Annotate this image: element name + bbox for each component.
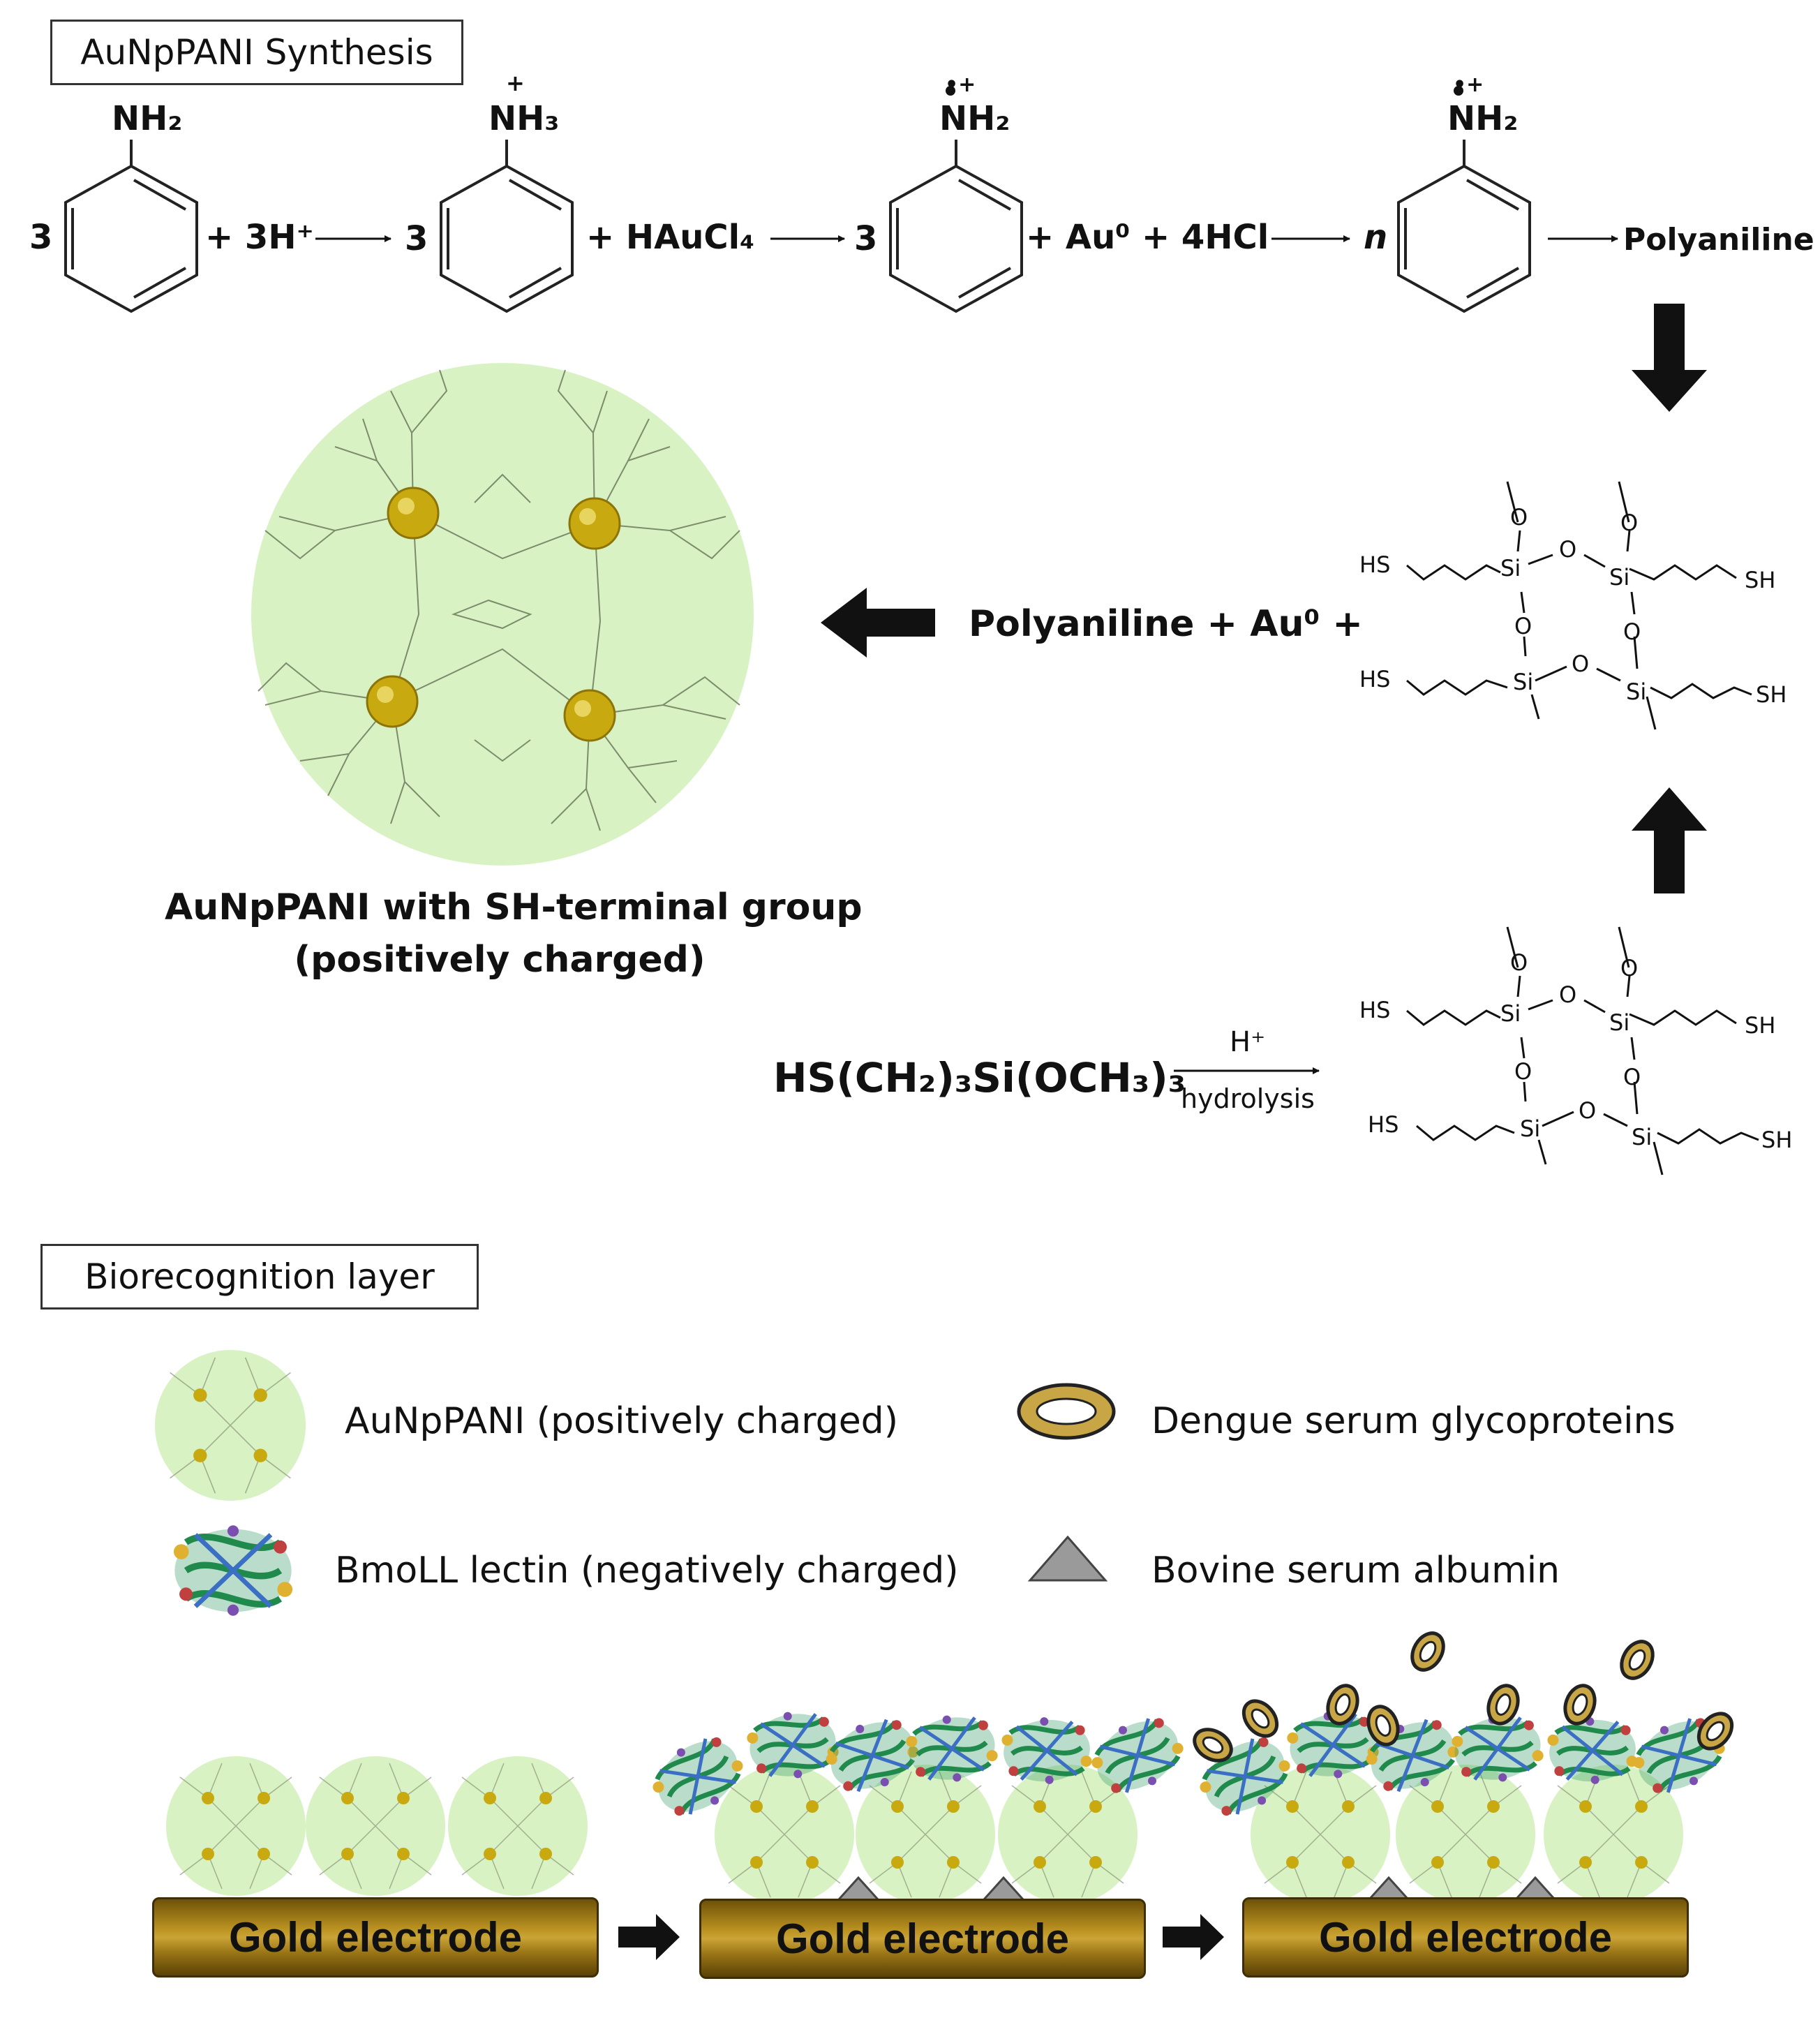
si-label-upper-3: Si xyxy=(1513,669,1534,695)
si-label-upper-1: Si xyxy=(1500,555,1521,581)
stage-arrow-1 xyxy=(618,1914,680,1960)
polyaniline-au-label: Polyaniline + Au⁰ + xyxy=(969,603,1363,645)
sh-label-lower-2: SH xyxy=(1761,1127,1793,1153)
o-label-upper-6: O xyxy=(1572,651,1590,677)
nh2-radical-label-a: NH₂ xyxy=(939,99,1010,138)
hydrolysis-label: hydrolysis xyxy=(1181,1083,1315,1114)
o-label-upper-1: O xyxy=(1510,504,1528,531)
aniline-ring xyxy=(64,140,198,313)
o-label-lower-5: O xyxy=(1623,1064,1641,1090)
hs-label-upper-1: HS xyxy=(1359,551,1391,578)
stage1-particle-1 xyxy=(165,1756,306,1897)
plus-3h-label: + 3H⁺ xyxy=(205,218,314,257)
block-arrow-up xyxy=(1632,787,1707,893)
albumin-triangle-icon xyxy=(1027,1535,1108,1582)
o-label-lower-4: O xyxy=(1514,1058,1532,1085)
o-label-lower-1: O xyxy=(1510,949,1528,976)
hs-label-lower-1: HS xyxy=(1359,997,1391,1023)
stage-arrow-2 xyxy=(1163,1914,1224,1960)
o-label-upper-4: O xyxy=(1514,613,1532,639)
stage1-particle-2 xyxy=(305,1756,446,1897)
sh-label-upper-1: SH xyxy=(1745,567,1776,593)
sh-label-upper-2: SH xyxy=(1756,681,1787,708)
legend-label-albumin: Bovine serum albumin xyxy=(1151,1550,1560,1592)
coefficient-3-c: 3 xyxy=(854,219,878,258)
coefficient-3-a: 3 xyxy=(29,218,53,257)
nh3-label: NH₃ xyxy=(488,99,560,138)
plus-au-hcl-label: + Au⁰ + 4HCl xyxy=(1026,218,1269,257)
polymer-unit-ring xyxy=(1397,140,1531,313)
electrode-label-2: Gold electrode xyxy=(775,1915,1070,1962)
synthesis-title: AuNpPANI Synthesis xyxy=(80,32,433,73)
o-label-upper-5: O xyxy=(1623,618,1641,645)
electrode-label-3: Gold electrode xyxy=(1318,1914,1613,1961)
nh2-label-a: NH₂ xyxy=(112,99,183,138)
coefficient-3-b: 3 xyxy=(405,219,428,258)
o-label-upper-2: O xyxy=(1559,536,1577,563)
coefficient-n: n xyxy=(1364,218,1388,257)
si-label-upper-4: Si xyxy=(1626,678,1647,705)
si-label-upper-2: Si xyxy=(1609,564,1630,591)
hs-label-lower-2: HS xyxy=(1368,1111,1399,1138)
stage2-particle-1 xyxy=(714,1764,855,1905)
gold-electrode-stage2: Gold electrode xyxy=(699,1899,1146,1979)
radical-cation-ring xyxy=(889,140,1023,313)
legend-label-aunppani: AuNpPANI (positively charged) xyxy=(345,1400,898,1442)
glycoprotein-ring-5 xyxy=(1406,1628,1450,1675)
block-arrow-down xyxy=(1632,304,1707,412)
sh-label-lower-1: SH xyxy=(1745,1012,1776,1039)
legend-label-glycoprotein: Dengue serum glycoproteins xyxy=(1151,1400,1676,1442)
polyaniline-product-label: Polyaniline xyxy=(1623,222,1814,258)
nh3-plus-sign: + xyxy=(506,70,525,96)
stage1-particle-3 xyxy=(447,1756,588,1897)
glycoprotein-ring-8 xyxy=(1616,1636,1659,1684)
legend-label-lectin: BmoLL lectin (negatively charged) xyxy=(335,1550,959,1592)
lectin-protein-icon xyxy=(174,1525,292,1616)
si-label-lower-4: Si xyxy=(1632,1124,1653,1150)
glycoprotein-ring-icon xyxy=(1017,1383,1116,1440)
siloxane-network-lower xyxy=(1406,926,1759,1175)
siloxane-network-upper xyxy=(1406,481,1752,730)
precursor-formula: HS(CH₂)₃Si(OCH₃)₃ xyxy=(773,1054,1186,1101)
o-label-upper-3: O xyxy=(1620,510,1639,536)
si-label-lower-2: Si xyxy=(1609,1009,1630,1036)
si-label-lower-3: Si xyxy=(1520,1115,1541,1142)
synthesis-title-box: AuNpPANI Synthesis xyxy=(50,20,463,85)
radical-mark-a: •+ xyxy=(945,73,976,97)
radical-mark-b: •+ xyxy=(1453,73,1484,97)
anilinium-ring xyxy=(440,140,574,313)
o-label-lower-3: O xyxy=(1620,955,1639,981)
block-arrow-left xyxy=(821,588,935,658)
nh2-radical-label-b: NH₂ xyxy=(1447,99,1519,138)
particle-caption-line1: AuNpPANI with SH-terminal group xyxy=(165,886,863,928)
catalyst-label: H⁺ xyxy=(1230,1026,1266,1058)
glycoprotein-ring-1 xyxy=(1237,1695,1284,1743)
gold-electrode-stage1: Gold electrode xyxy=(152,1897,599,1978)
particle-caption-line2: (positively charged) xyxy=(294,939,706,981)
biorecognition-title: Biorecognition layer xyxy=(84,1256,435,1297)
radical-dot-b xyxy=(1454,86,1463,96)
aunppani-particle-large xyxy=(251,363,754,866)
radical-dot-a xyxy=(946,86,955,96)
plus-haucl4-label: + HAuCl₄ xyxy=(586,218,755,257)
si-label-lower-1: Si xyxy=(1500,1000,1521,1027)
gold-electrode-stage3: Gold electrode xyxy=(1242,1897,1689,1978)
aunppani-particle-icon xyxy=(154,1349,306,1501)
hs-label-upper-2: HS xyxy=(1359,666,1391,692)
biorecognition-title-box: Biorecognition layer xyxy=(40,1244,479,1310)
o-label-lower-6: O xyxy=(1579,1097,1597,1124)
electrode-label-1: Gold electrode xyxy=(228,1914,523,1961)
o-label-lower-2: O xyxy=(1559,981,1577,1008)
